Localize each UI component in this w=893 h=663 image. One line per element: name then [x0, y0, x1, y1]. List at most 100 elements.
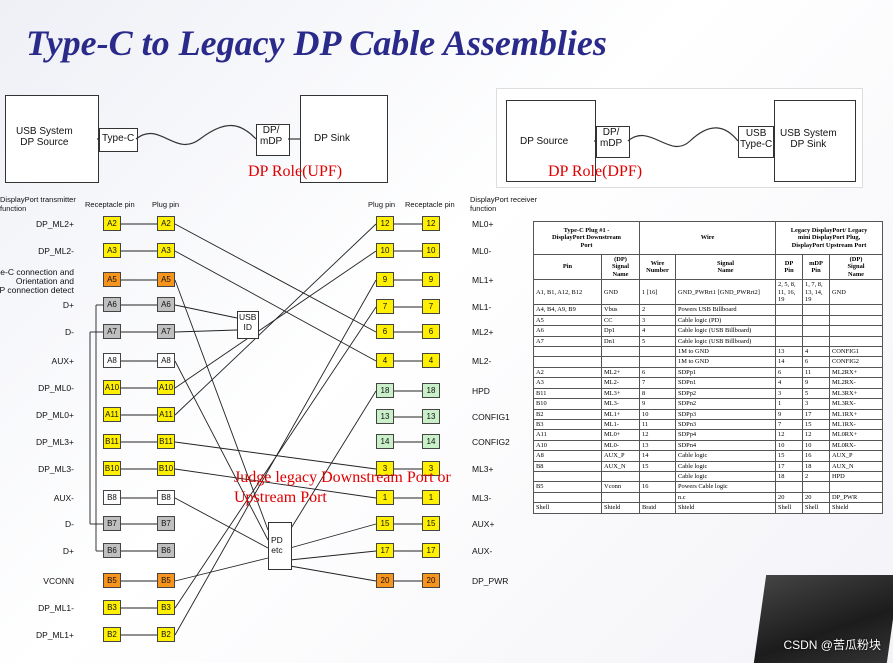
table-cell: HPD: [829, 470, 884, 483]
right-signal-label: ML3+: [472, 464, 494, 474]
pd-label: PD etc: [271, 535, 283, 555]
left-signal-label: DP_ML3-: [38, 464, 74, 474]
table-cell: ML1-: [601, 418, 640, 431]
table-cell: CC: [601, 314, 640, 327]
table-cell: [775, 314, 804, 327]
plug-pin-left-header: Plug pin: [152, 200, 180, 209]
table-cell: Cable logic: [674, 450, 777, 462]
left-signal-label: AUX-: [53, 493, 74, 503]
wire-line: [174, 279, 269, 531]
right-receptacle-pin: 13: [422, 409, 440, 424]
left-signal-label: DP_ML2+: [35, 219, 74, 229]
table-cell: ML3RX-: [829, 398, 884, 410]
table-cell: 10: [802, 439, 831, 452]
table-cell: 3: [802, 398, 831, 410]
table-cell: ML0-: [601, 439, 640, 452]
type-c-connector-box: [99, 128, 138, 152]
table-cell: [775, 325, 804, 337]
right-plug-pin: 17: [376, 543, 394, 558]
left-signal-label: DP_ML0-: [38, 383, 74, 393]
table-cell: 20: [775, 491, 804, 504]
right-plug-pin: 4: [376, 353, 394, 368]
left-receptacle-pin: B2: [103, 627, 121, 642]
left-signal-label: DP_ML1-: [38, 603, 74, 613]
table-cell: 12: [775, 429, 804, 441]
left-signal-label: D-: [65, 519, 74, 529]
csdn-watermark: CSDN @苦瓜粉块: [783, 638, 881, 652]
table-cell: CONFIG1: [829, 346, 884, 358]
dp-mdp-plug-label-right: DP/ mDP: [600, 127, 623, 149]
table-cell: [802, 314, 831, 327]
table-cell: Powers Cable logic: [674, 481, 777, 493]
table-cell: GND_PWRrt1 [GND_PWRrt2]: [674, 279, 777, 306]
table-cell: ML2+: [601, 366, 640, 379]
right-plug-pin: 14: [376, 434, 394, 449]
usb-system-dp-sink-label: USB System DP Sink: [780, 128, 837, 150]
left-receptacle-pin: A2: [103, 216, 121, 231]
table-cell: SDPp1: [674, 366, 777, 379]
table-cell: [533, 356, 602, 368]
table-cell: SDPn1: [674, 377, 777, 389]
table-cell: 2: [802, 470, 831, 483]
table-cell: Cable logic (USB Billboard): [674, 335, 777, 348]
left-plug-pin: A11: [157, 407, 175, 422]
wire-line: [174, 360, 269, 541]
table-cell: Shield: [601, 502, 640, 514]
table-cell: 9: [802, 377, 831, 389]
wire-line: [174, 250, 377, 362]
table-cell: [601, 491, 640, 504]
right-plug-pin: 6: [376, 324, 394, 339]
right-receptacle-pin: 10: [422, 243, 440, 258]
table-cell: B8: [533, 460, 602, 472]
table-cell: B10: [533, 398, 602, 410]
wire-line: [174, 557, 269, 582]
table-cell: 15: [802, 418, 831, 431]
table-cell: A11: [533, 429, 602, 441]
left-receptacle-pin: A8: [103, 353, 121, 368]
left-receptacle-pin: A6: [103, 297, 121, 312]
right-signal-label: AUX-: [472, 546, 493, 556]
right-signal-label: ML2-: [472, 356, 492, 366]
table-cell: [802, 335, 831, 348]
table-cell: 16: [639, 481, 676, 493]
table-cell: 13: [639, 439, 676, 452]
table-cell: 6: [802, 356, 831, 368]
left-receptacle-pin: A7: [103, 324, 121, 339]
table-cell: A8: [533, 450, 602, 462]
table-cell: 11: [802, 366, 831, 379]
table-cell: 12: [639, 429, 676, 441]
wire-line: [174, 329, 238, 333]
table-cell: Cable logic: [674, 470, 777, 483]
rx-function-header: DisplayPort receiver function: [470, 195, 538, 213]
wire-line: [289, 390, 377, 531]
table-cell: 12: [802, 429, 831, 441]
left-plug-pin: A3: [157, 243, 175, 258]
table-cell: B5: [533, 481, 602, 493]
top-right-cable: [627, 127, 739, 148]
table-cell: 1: [775, 398, 804, 410]
right-signal-label: CONFIG2: [472, 437, 510, 447]
table-column-header: Wire Number: [639, 253, 676, 281]
right-signal-label: CONFIG1: [472, 412, 510, 422]
table-cell: B3: [533, 418, 602, 431]
table-column-header: (DP) Signal Name: [601, 253, 640, 281]
wire-line: [174, 441, 377, 470]
table-cell: [639, 491, 676, 504]
left-receptacle-pin: B6: [103, 543, 121, 558]
dp-sink-box: [300, 95, 388, 183]
table-cell: Cable logic (PD): [674, 314, 777, 327]
table-cell: 6: [639, 366, 676, 379]
left-receptacle-pin: B7: [103, 516, 121, 531]
right-signal-label: ML0-: [472, 246, 492, 256]
table-cell: B2: [533, 408, 602, 420]
usb-type-c-label: USB Type-C: [740, 128, 773, 150]
table-cell: [829, 304, 884, 316]
pd-box: [268, 522, 292, 570]
table-cell: 14: [775, 356, 804, 368]
